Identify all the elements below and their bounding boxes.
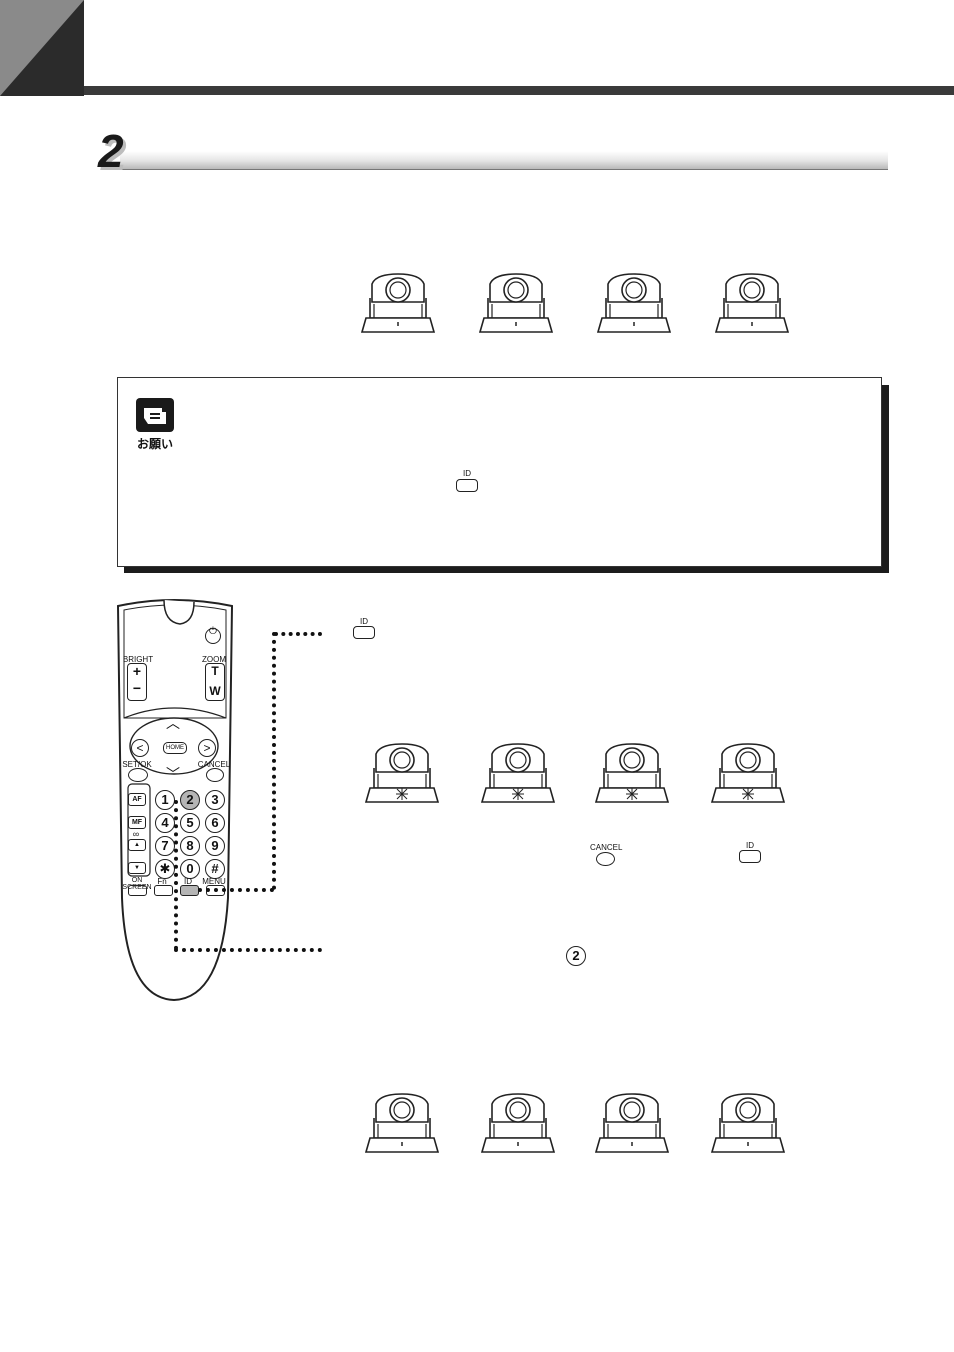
leader-line-id-bottom (198, 888, 274, 892)
zoom-rocker[interactable] (205, 663, 225, 701)
bright-label: BRIGHT (122, 655, 154, 664)
key-6[interactable]: 6 (205, 813, 225, 833)
menu-label: MENU (202, 877, 226, 886)
note-box (117, 377, 882, 567)
key-8[interactable]: 8 (180, 836, 200, 856)
camera-blinking-illustration (364, 743, 440, 803)
key-7[interactable]: 7 (155, 836, 175, 856)
down-arrow-icon[interactable]: ﹀ (166, 766, 180, 782)
power-button[interactable] (205, 628, 221, 644)
inline-id-button-icon (739, 850, 761, 863)
on-screen-label: ON SCREEN (122, 877, 152, 891)
section-number: 2 (98, 125, 124, 177)
set-ok-button[interactable] (128, 768, 148, 782)
corner-fold (0, 0, 84, 96)
right-arrow-icon[interactable]: > (198, 739, 216, 757)
leader-line-id-vertical (272, 632, 276, 890)
key-star[interactable]: ✱ (155, 859, 175, 879)
focus-up-button[interactable]: ▲ (128, 839, 146, 851)
on-screen-button[interactable] (128, 885, 147, 896)
zoom-w: W (209, 684, 221, 698)
cancel-label: CANCEL (197, 760, 231, 769)
leader-line-key2-bottom (174, 948, 322, 952)
left-arrow-icon[interactable]: < (131, 739, 149, 757)
id-label: ID (184, 877, 192, 886)
fn-label: Fn (157, 877, 167, 886)
inline-id-label: ID (746, 841, 754, 850)
camera-illustration (360, 273, 436, 333)
inline-key-2-icon: 2 (566, 946, 586, 966)
bright-plus: + (132, 663, 142, 679)
inline-cancel-button-icon (596, 852, 615, 866)
key-0[interactable]: 0 (180, 859, 200, 879)
step-id-label: ID (360, 617, 368, 626)
camera-row-2 (364, 743, 785, 803)
key-9[interactable]: 9 (205, 836, 225, 856)
key-2[interactable]: 2 (180, 790, 200, 810)
section-heading-bar (120, 151, 888, 170)
inline-cancel-label: CANCEL (590, 843, 623, 852)
key-1[interactable]: 1 (155, 790, 175, 810)
zoom-t: T (211, 664, 219, 678)
home-button[interactable]: HOME (163, 742, 187, 754)
leader-line-id-top (274, 632, 322, 636)
set-ok-label: SET/OK (122, 760, 152, 769)
id-button[interactable] (180, 885, 199, 896)
af-button[interactable]: AF (128, 793, 146, 806)
note-id-button-label: ID (463, 469, 471, 478)
key-5[interactable]: 5 (180, 813, 200, 833)
camera-row-3 (365, 1093, 785, 1153)
note-label: お願い (137, 437, 174, 451)
key-3[interactable]: 3 (205, 790, 225, 810)
header-rule (84, 86, 954, 95)
bright-minus: − (132, 680, 142, 696)
mf-button[interactable]: MF (128, 816, 146, 829)
power-icon: ⏻ (209, 626, 217, 637)
camera-row-1 (360, 273, 789, 333)
bright-rocker[interactable] (127, 663, 147, 701)
cancel-button[interactable] (206, 768, 224, 782)
fn-button[interactable] (154, 885, 173, 896)
infinity-label: ∞ (132, 829, 140, 839)
key-4[interactable]: 4 (155, 813, 175, 833)
note-id-button-icon (456, 479, 478, 492)
pointing-hand-icon (136, 398, 174, 432)
zoom-label: ZOOM (202, 655, 226, 664)
up-arrow-icon[interactable]: ︿ (166, 715, 180, 731)
key-hash[interactable]: # (205, 859, 225, 879)
step-id-button-icon (353, 626, 375, 639)
leader-line-key2-vertical (174, 800, 178, 950)
focus-down-button[interactable]: ▼ (128, 862, 146, 874)
